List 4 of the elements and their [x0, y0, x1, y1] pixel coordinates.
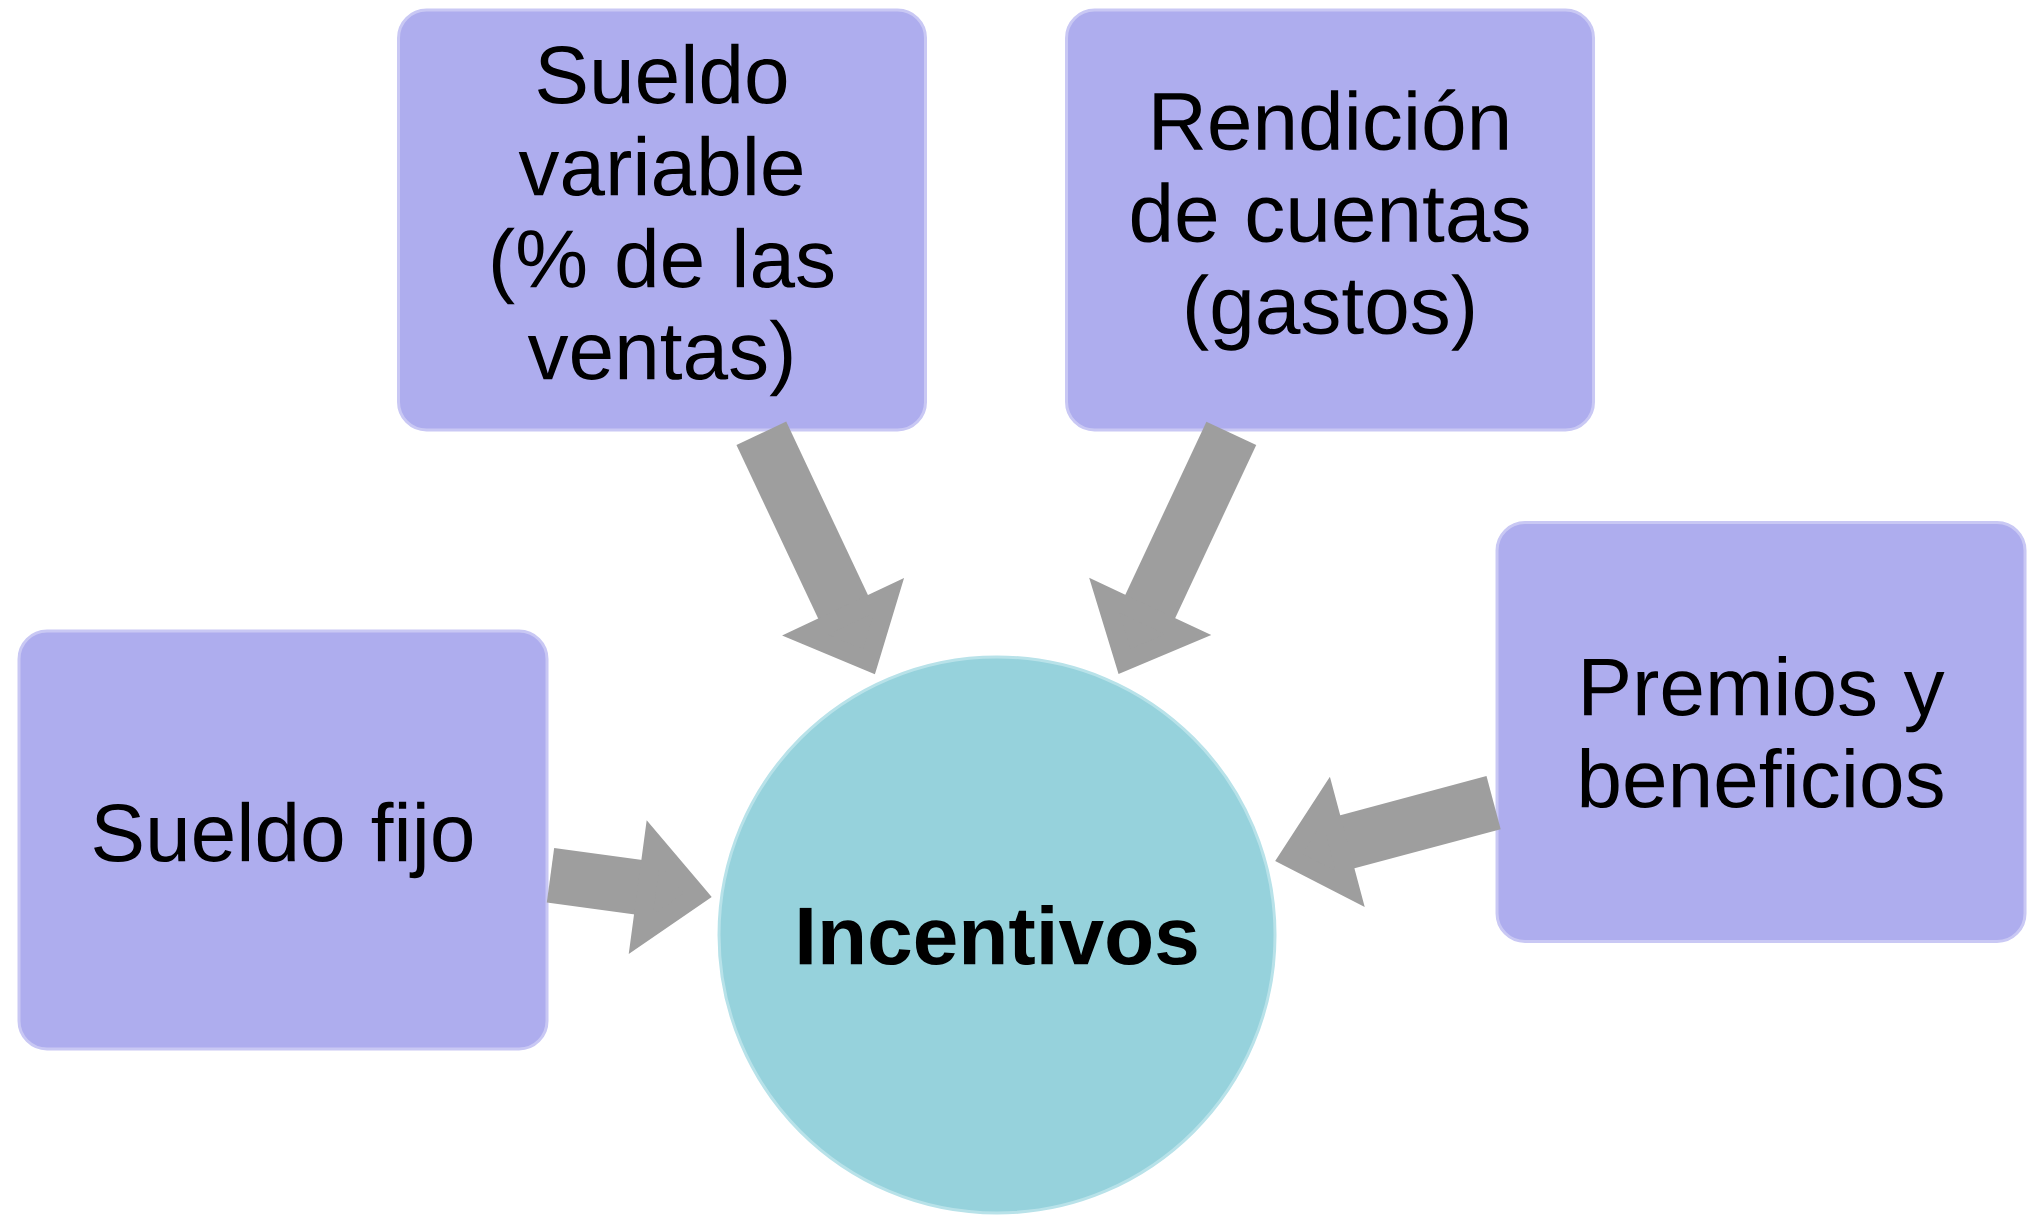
process-box: Rendición de cuentas (gastos) — [1065, 8, 1595, 432]
process-box: Sueldo variable (% de las ventas) — [397, 8, 927, 432]
process-box: Sueldo fijo — [17, 629, 549, 1051]
process-box: Premios y beneficios — [1495, 521, 2027, 943]
